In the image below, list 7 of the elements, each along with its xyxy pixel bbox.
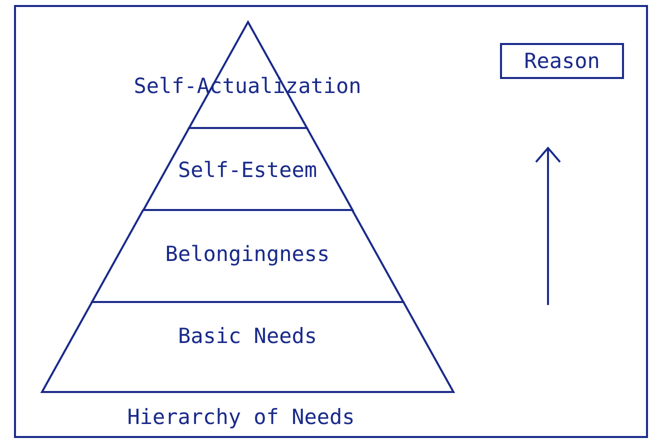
- level-label: Self-Esteem: [176, 158, 318, 182]
- level-label: Belongingness: [164, 242, 331, 266]
- label-box: Reason: [500, 43, 624, 79]
- caption: Hierarchy of Needs: [126, 405, 356, 429]
- level-label: Basic Needs: [176, 324, 318, 348]
- pyramid-level: [92, 210, 404, 302]
- pyramid-level: [42, 302, 454, 392]
